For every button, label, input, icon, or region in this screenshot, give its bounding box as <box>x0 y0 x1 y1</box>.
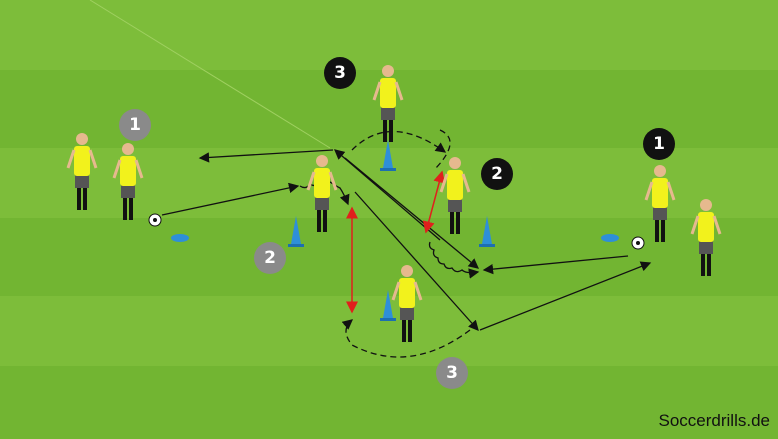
marker-black-3: 3 <box>324 57 356 89</box>
svg-text:3: 3 <box>446 363 458 383</box>
dribble-arrow <box>428 241 480 279</box>
cone <box>380 140 396 171</box>
svg-text:3: 3 <box>334 63 346 83</box>
marker-grey-2: 2 <box>254 242 286 274</box>
player <box>391 263 423 344</box>
player <box>306 153 338 234</box>
faint-line <box>89 0 331 149</box>
marker-black-2: 2 <box>481 158 513 190</box>
ball <box>631 236 645 250</box>
marker-grey-3: 3 <box>436 357 468 389</box>
watermark: Soccerdrills.de <box>658 411 771 430</box>
run-arrow <box>351 130 447 153</box>
svg-text:2: 2 <box>264 248 276 268</box>
player <box>372 63 404 144</box>
player <box>690 197 722 278</box>
pass-arrow <box>198 149 334 163</box>
svg-text:1: 1 <box>653 134 665 154</box>
player <box>644 163 676 244</box>
player <box>66 131 98 212</box>
run-arrow <box>435 129 451 169</box>
pass-arrow <box>482 255 629 275</box>
pass-arrow <box>354 191 479 331</box>
marker-black-1: 1 <box>643 128 675 160</box>
distance-arrow <box>422 170 446 234</box>
ball <box>148 213 162 227</box>
run-arrow <box>341 319 471 358</box>
cone <box>288 216 304 247</box>
cone <box>479 216 495 247</box>
marker-grey-1: 1 <box>119 109 151 141</box>
svg-text:2: 2 <box>491 164 503 184</box>
disc-cone <box>601 234 619 242</box>
pass-arrow <box>479 261 652 331</box>
player <box>112 141 144 222</box>
svg-text:1: 1 <box>129 115 141 135</box>
disc-cone <box>171 234 189 242</box>
pass-arrow <box>344 157 480 269</box>
pass-arrow <box>334 149 441 241</box>
pass-arrow <box>161 182 300 216</box>
player <box>439 155 471 236</box>
